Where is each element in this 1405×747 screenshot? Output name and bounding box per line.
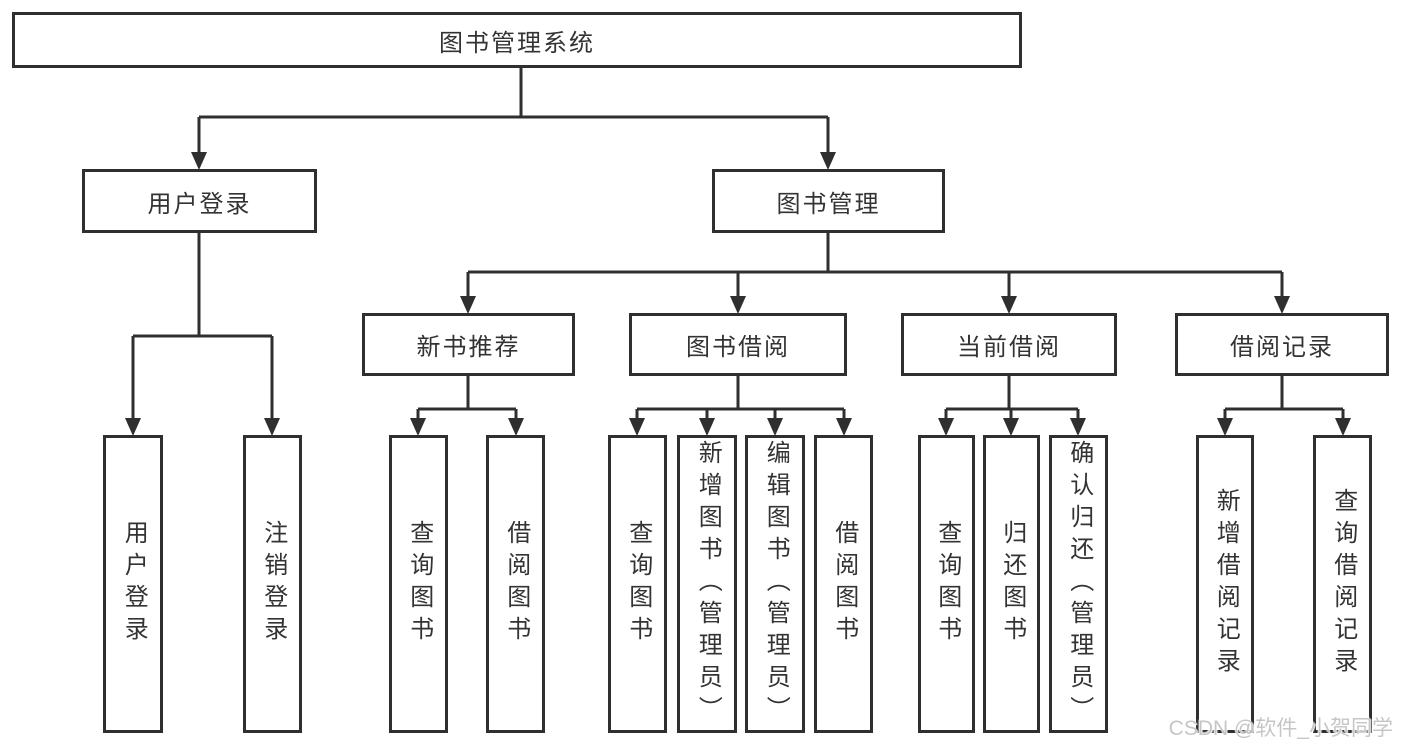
arrowhead-icon (191, 152, 207, 170)
connector-currentborrow-to-leaves (944, 376, 1080, 418)
arrowhead-icon (699, 418, 715, 436)
arrowhead-icon (1003, 418, 1019, 436)
arrowhead-icon (629, 418, 645, 436)
leaf-borrow-books-label: 借阅图书 (830, 520, 858, 648)
node-book-management: 图书管理 (712, 169, 945, 233)
arrowhead-icon (1274, 296, 1290, 314)
leaf-query-books-recommend-label: 查询图书 (405, 520, 433, 648)
leaf-user-login: 用户登录 (103, 435, 163, 733)
node-current-borrow-label: 当前借阅 (957, 334, 1061, 361)
arrowhead-icon (820, 152, 836, 170)
arrowhead-icon (1217, 418, 1233, 436)
leaf-user-login-label: 用户登录 (120, 520, 148, 648)
arrowhead-icon (410, 418, 426, 436)
arrowhead-icon (264, 418, 280, 436)
node-book-management-label: 图书管理 (776, 190, 881, 218)
leaf-add-borrow-record: 新增借阅记录 (1196, 435, 1254, 733)
leaf-return-book: 归还图书 (983, 435, 1040, 733)
leaf-query-books-current: 查询图书 (918, 435, 975, 733)
node-borrow-records-label: 借阅记录 (1230, 334, 1334, 361)
leaf-add-book-admin: 新增图书（管理员） (677, 435, 737, 733)
leaf-query-books-recommend: 查询图书 (389, 435, 448, 733)
arrowhead-icon (730, 296, 746, 314)
leaf-add-borrow-record-label: 新增借阅记录 (1212, 488, 1240, 680)
node-root-label: 图书管理系统 (439, 29, 595, 57)
arrowhead-icon (767, 418, 783, 436)
node-book-borrow: 图书借阅 (629, 313, 847, 376)
arrowhead-icon (460, 296, 476, 314)
connector-records-to-leaves (1223, 376, 1345, 418)
arrowhead-icon (1070, 418, 1086, 436)
arrowhead-icon (125, 418, 141, 436)
connector-bookmgmt-to-level3 (466, 233, 1284, 296)
leaf-query-books-current-label: 查询图书 (933, 520, 961, 648)
leaf-return-book-label: 归还图书 (998, 520, 1026, 648)
leaf-edit-book-admin-label: 编辑图书（管理员） (762, 440, 790, 728)
arrowhead-icon (836, 418, 852, 436)
leaf-confirm-return-admin: 确认归还（管理员） (1049, 435, 1108, 733)
node-user-login-label: 用户登录 (147, 190, 252, 218)
node-new-book-recommend-label: 新书推荐 (416, 334, 521, 361)
connector-userlogin-to-leaves (131, 233, 274, 418)
node-new-book-recommend: 新书推荐 (362, 313, 575, 376)
arrowhead-icon (508, 418, 524, 436)
connector-newbook-to-leaves (416, 376, 518, 418)
arrowhead-icon (1001, 296, 1017, 314)
node-book-borrow-label: 图书借阅 (686, 334, 790, 361)
arrowhead-icon (1335, 418, 1351, 436)
node-current-borrow: 当前借阅 (901, 313, 1117, 376)
leaf-edit-book-admin: 编辑图书（管理员） (745, 435, 805, 733)
leaf-query-books-borrow-label: 查询图书 (624, 520, 652, 648)
arrowhead-icon (938, 418, 954, 436)
connector-bookborrow-to-leaves (635, 376, 846, 418)
leaf-query-borrow-record-label: 查询借阅记录 (1329, 488, 1357, 680)
leaf-add-book-admin-label: 新增图书（管理员） (694, 440, 722, 728)
node-user-login: 用户登录 (82, 169, 317, 233)
node-borrow-records: 借阅记录 (1175, 313, 1389, 376)
leaf-query-books-borrow: 查询图书 (608, 435, 667, 733)
leaf-borrow-books: 借阅图书 (814, 435, 873, 733)
leaf-confirm-return-admin-label: 确认归还（管理员） (1065, 440, 1093, 728)
connector-root-to-level2 (197, 68, 830, 152)
node-root: 图书管理系统 (12, 12, 1022, 68)
leaf-logout-login-label: 注销登录 (259, 520, 287, 648)
leaf-query-borrow-record: 查询借阅记录 (1313, 435, 1372, 733)
leaf-borrow-books-recommend-label: 借阅图书 (502, 520, 530, 648)
leaf-borrow-books-recommend: 借阅图书 (486, 435, 545, 733)
leaf-logout-login: 注销登录 (243, 435, 302, 733)
